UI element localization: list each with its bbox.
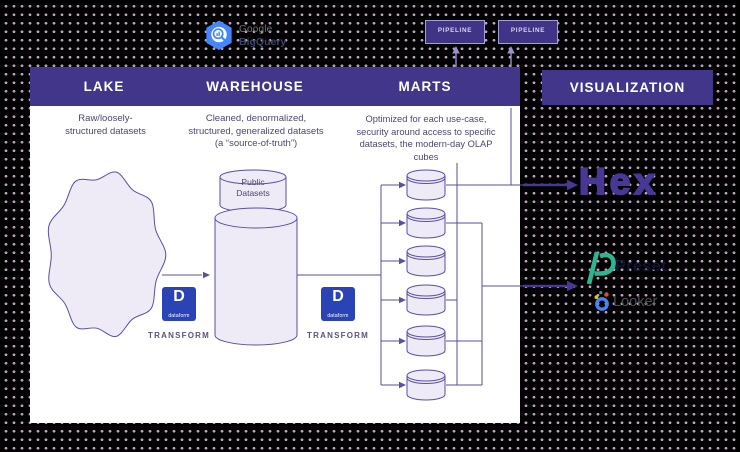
pipeline-up-arrows bbox=[455, 53, 512, 67]
warehouse-description: Cleaned, denormalized, structured, gener… bbox=[188, 113, 324, 149]
column-header-marts: MARTS bbox=[398, 79, 452, 94]
lake-description: Raw/loosely- structured datasets bbox=[65, 113, 146, 137]
pipeline-up-arrowheads bbox=[452, 46, 515, 54]
column-header-visualization: VISUALIZATION bbox=[542, 70, 713, 105]
preset-icon bbox=[586, 251, 616, 285]
column-header-lake: LAKE bbox=[83, 79, 125, 94]
dataform-glyph: D bbox=[332, 288, 344, 305]
looker-wordmark: Looker bbox=[613, 294, 658, 310]
bigquery-wordmark: Google BigQuery bbox=[239, 24, 286, 48]
pipeline-box-1: PIPELINE bbox=[425, 20, 485, 44]
visualization-arrowheads bbox=[567, 179, 578, 292]
dataform-wordmark: dataform bbox=[168, 313, 190, 319]
visualization-arrows bbox=[523, 183, 568, 288]
hex-logo: Hex bbox=[578, 160, 659, 203]
pipeline-box-2: PIPELINE bbox=[498, 20, 558, 44]
dataform-logo-2: D dataform bbox=[321, 287, 355, 321]
transform-label-2: TRANSFORM bbox=[307, 331, 369, 340]
bigquery-hexagon-icon bbox=[206, 20, 232, 50]
dataform-glyph: D bbox=[173, 288, 185, 305]
public-datasets-label: Public Datasets bbox=[236, 177, 270, 198]
column-header-bar: LAKE WAREHOUSE MARTS bbox=[30, 67, 520, 106]
dataform-wordmark: dataform bbox=[327, 313, 349, 319]
bigquery-product-text: BigQuery bbox=[239, 36, 287, 48]
transform-label-1: TRANSFORM bbox=[148, 331, 210, 340]
marts-description: Optimized for each use-case, security ar… bbox=[356, 114, 496, 162]
looker-icon bbox=[594, 291, 609, 311]
column-header-warehouse: WAREHOUSE bbox=[206, 79, 304, 94]
dataform-logo-1: D dataform bbox=[162, 287, 196, 321]
bigquery-logo: Google BigQuery bbox=[205, 20, 315, 54]
bigquery-google-text: Google bbox=[239, 24, 273, 35]
preset-wordmark: Preset bbox=[615, 258, 667, 275]
